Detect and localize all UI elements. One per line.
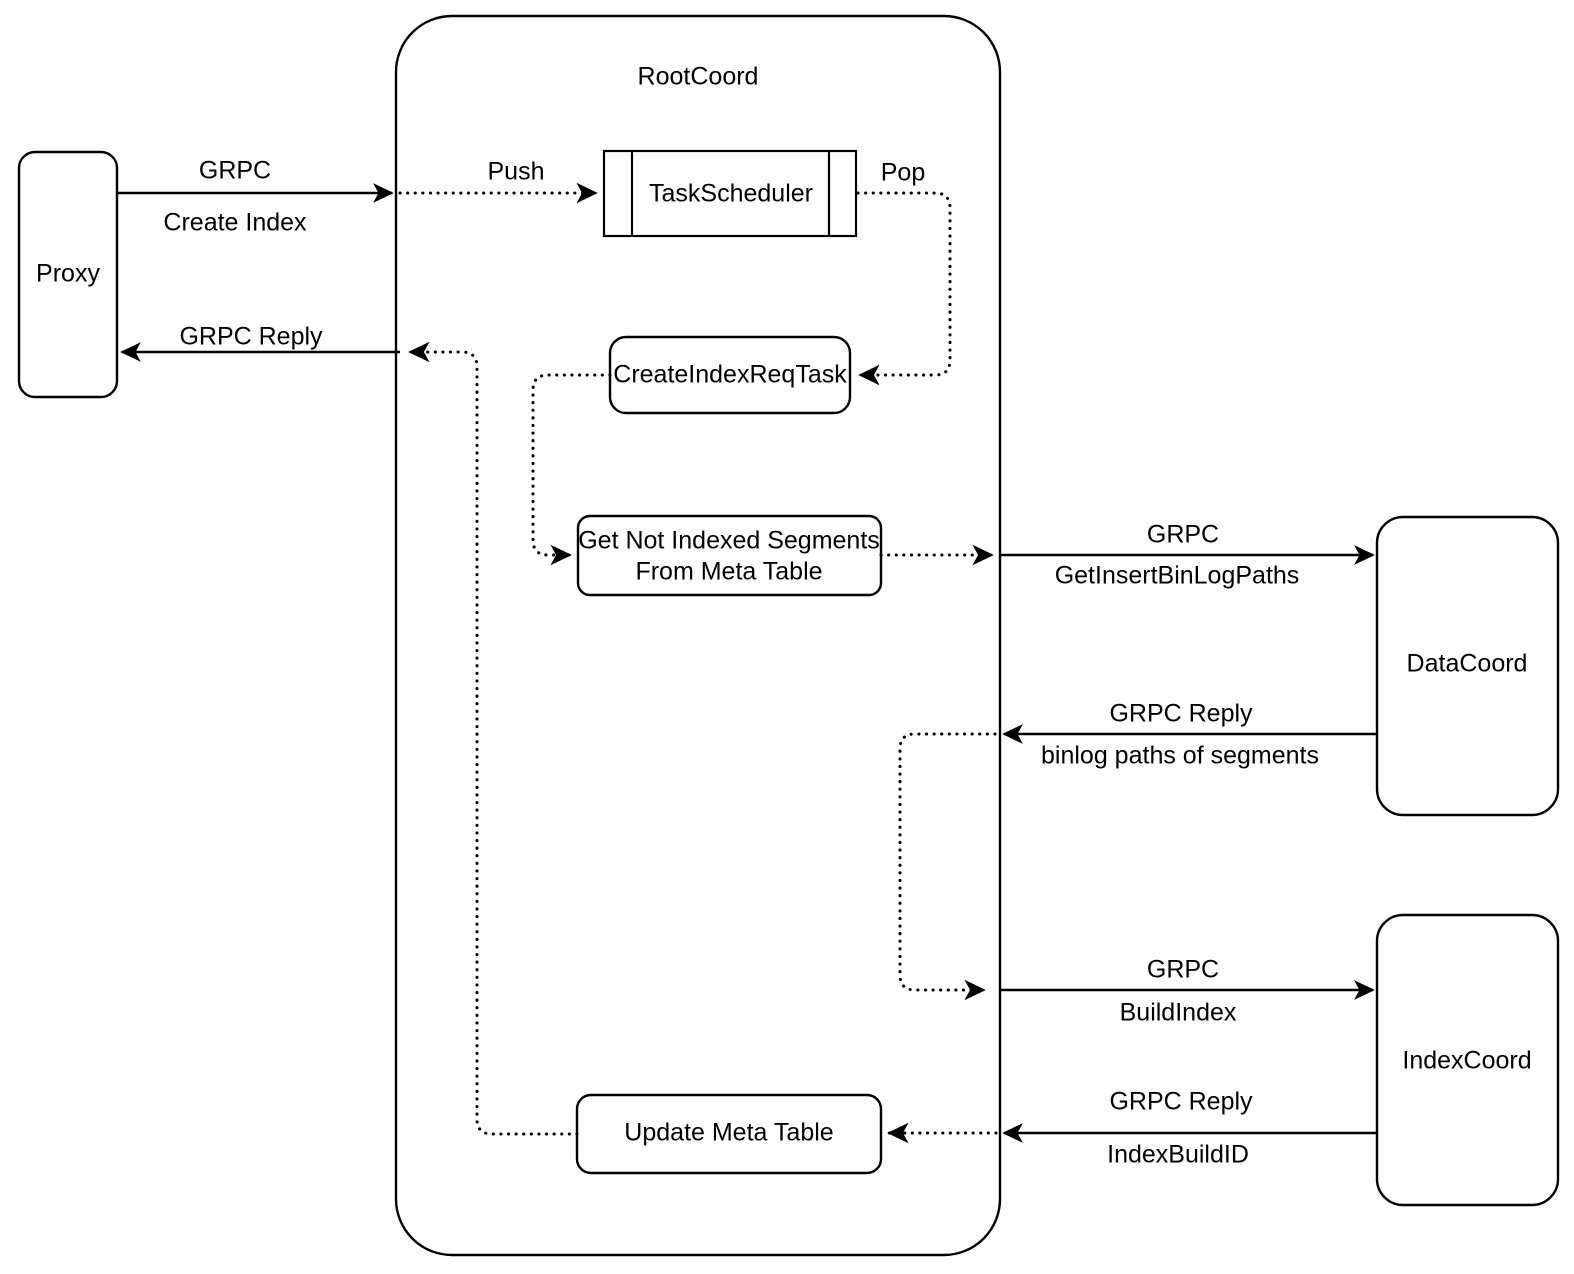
create-index-req-task-label: CreateIndexReqTask bbox=[613, 361, 847, 389]
proxy-node bbox=[17, 150, 119, 399]
edge-label-grpc-create-index-line2: Create Index bbox=[163, 209, 307, 237]
edge-label-to-datacoord-line2: GetInsertBinLogPaths bbox=[1055, 562, 1300, 590]
update-meta-table-label: Update Meta Table bbox=[624, 1119, 833, 1147]
edge-label-grpc-create-index-line1: GRPC bbox=[199, 157, 271, 185]
index-coord-node bbox=[1375, 913, 1560, 1207]
edge-label-to-datacoord-line1: GRPC bbox=[1147, 521, 1219, 549]
edge-label-to-indexcoord-line2: BuildIndex bbox=[1120, 999, 1237, 1027]
task-scheduler-node bbox=[602, 149, 858, 238]
data-coord-label: DataCoord bbox=[1407, 650, 1528, 678]
edge-label-from-datacoord-line1: GRPC Reply bbox=[1109, 700, 1253, 728]
edge-label-to-indexcoord-line1: GRPC bbox=[1147, 956, 1219, 984]
edge-label-from-indexcoord-line2: IndexBuildID bbox=[1107, 1141, 1249, 1169]
edge-pop-to-create-index-req-task bbox=[856, 191, 952, 386]
data-coord-node bbox=[1375, 515, 1560, 817]
index-coord-label: IndexCoord bbox=[1402, 1047, 1531, 1075]
proxy-label: Proxy bbox=[36, 260, 100, 288]
edge-update-meta-table-to-grpc-reply bbox=[408, 341, 579, 1136]
task-scheduler-label: TaskScheduler bbox=[649, 180, 813, 208]
edge-label-from-datacoord-line2: binlog paths of segments bbox=[1041, 742, 1319, 770]
rootcoord-container bbox=[394, 14, 1002, 1257]
edge-label-pop: Pop bbox=[881, 159, 925, 187]
get-not-indexed-segments-label-line2: From Meta Table bbox=[635, 558, 822, 586]
rootcoord-label: RootCoord bbox=[638, 63, 759, 91]
edge-binlog-paths-to-buildindex bbox=[898, 732, 997, 1001]
edge-label-grpc-reply-to-proxy: GRPC Reply bbox=[179, 323, 323, 351]
edge-create-index-req-task-to-get-segments bbox=[531, 373, 612, 566]
edge-label-from-indexcoord-line1: GRPC Reply bbox=[1109, 1088, 1253, 1116]
get-not-indexed-segments-label-line1: Get Not Indexed Segments bbox=[578, 527, 880, 555]
edge-label-push: Push bbox=[488, 158, 545, 186]
